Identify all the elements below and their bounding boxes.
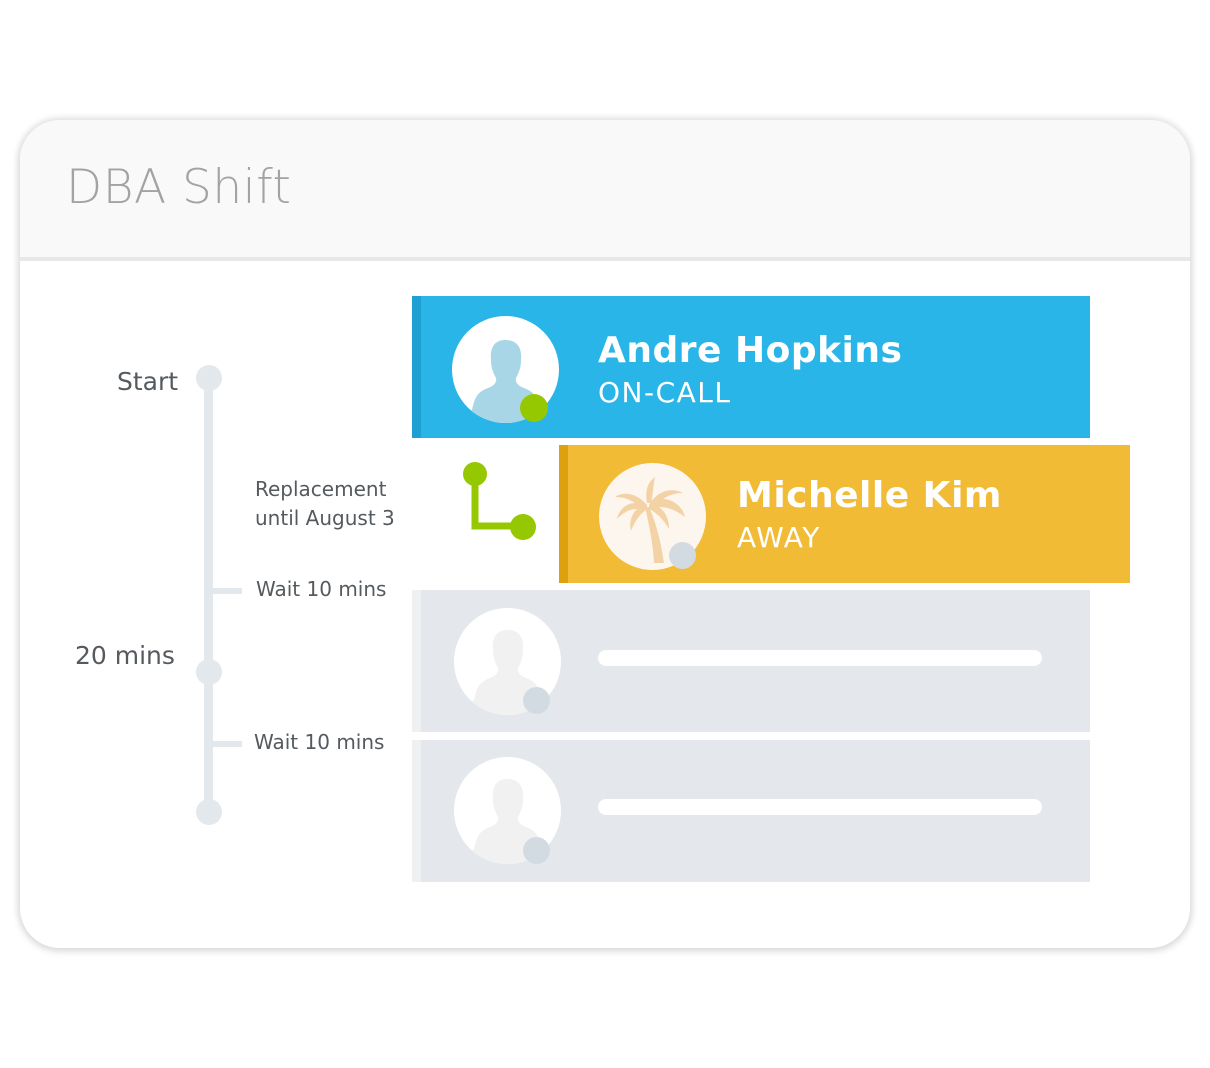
responder-name: Michelle Kim xyxy=(737,475,1002,516)
schedule-title: DBA Shift xyxy=(66,160,292,215)
responder-row-andre-hopkins[interactable]: Andre Hopkins ON-CALL xyxy=(412,296,1090,438)
timeline-tick-wait-2 xyxy=(208,741,242,747)
timeline-vertical-line xyxy=(204,378,213,814)
responder-status: AWAY xyxy=(737,521,821,554)
timeline-node-end xyxy=(196,799,222,825)
row-stripe xyxy=(412,590,421,732)
start-label: Start xyxy=(117,367,179,396)
wait-label-2: Wait 10 mins xyxy=(254,730,385,754)
card-header: DBA Shift xyxy=(20,120,1190,261)
row-stripe xyxy=(412,740,421,882)
away-status-dot xyxy=(669,542,696,569)
responder-row-placeholder-2[interactable] xyxy=(412,740,1090,882)
offline-status-dot xyxy=(523,687,550,714)
timeline-node-20-mins xyxy=(196,659,222,685)
responder-status: ON-CALL xyxy=(598,376,732,409)
row-stripe xyxy=(559,445,568,583)
responder-row-michelle-kim[interactable]: Michelle Kim AWAY xyxy=(559,445,1130,583)
row-stripe xyxy=(412,296,421,438)
timeline-node-start xyxy=(196,365,222,391)
avatar xyxy=(599,463,706,570)
wait-label-1: Wait 10 mins xyxy=(256,577,387,601)
name-placeholder-bar xyxy=(598,650,1042,666)
twenty-mins-label: 20 mins xyxy=(75,641,175,670)
responder-row-placeholder-1[interactable] xyxy=(412,590,1090,732)
timeline-tick-wait-1 xyxy=(208,588,242,594)
replacement-label-line1: Replacement xyxy=(255,477,387,501)
palm-tree-icon xyxy=(615,477,685,563)
offline-status-dot xyxy=(523,837,550,864)
replacement-label: Replacement until August 3 xyxy=(255,475,395,533)
name-placeholder-bar xyxy=(598,799,1042,815)
replacement-label-line2: until August 3 xyxy=(255,506,395,530)
replacement-connector-icon xyxy=(463,462,536,540)
responder-name: Andre Hopkins xyxy=(598,330,903,371)
online-status-dot xyxy=(520,394,548,422)
